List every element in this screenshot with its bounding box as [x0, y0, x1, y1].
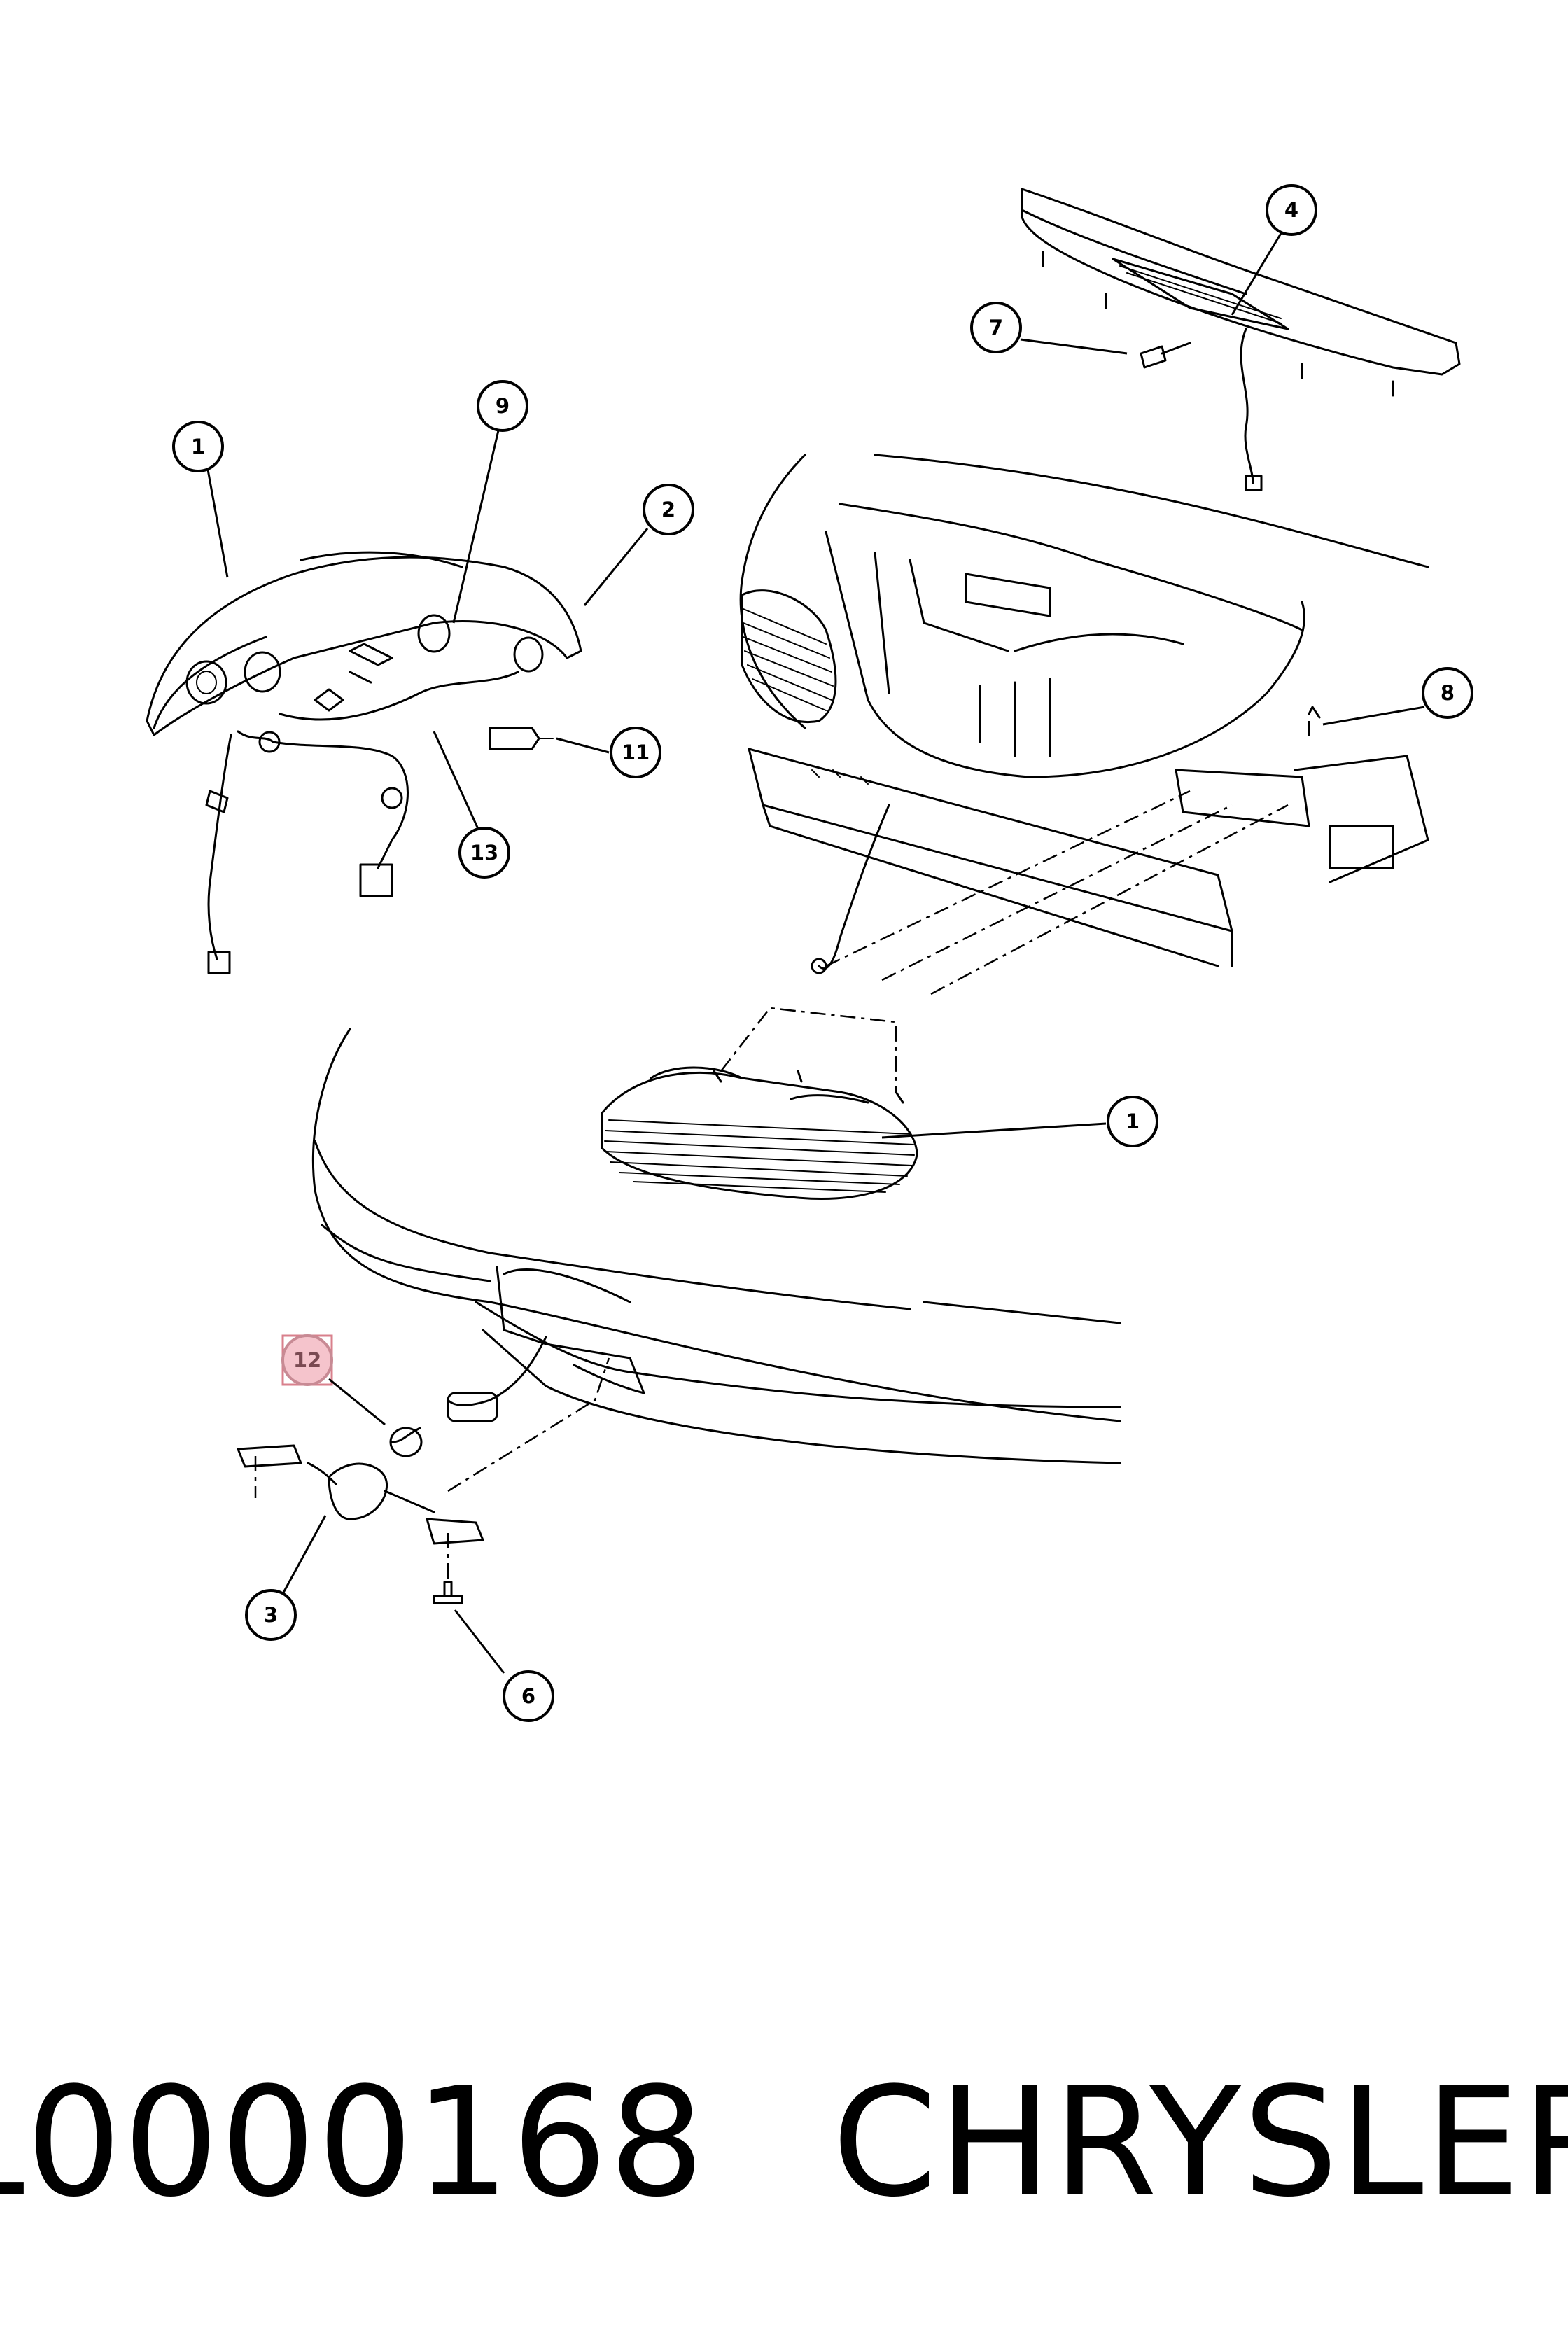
callout-8: 8: [1422, 667, 1474, 719]
callout-4-label: 4: [1284, 198, 1298, 222]
vehicle-rear-body: [739, 454, 1429, 995]
side-marker-bulb: [489, 727, 554, 750]
callout-9: 9: [477, 380, 528, 432]
leader-lines: [205, 230, 1425, 1674]
rear-bumper-fascia: [312, 1028, 1121, 1464]
callout-12: 12: [281, 1334, 333, 1386]
callout-3: 3: [245, 1589, 297, 1641]
callout-6: 6: [503, 1670, 554, 1722]
callout-13-label: 13: [470, 841, 498, 864]
callout-13: 13: [458, 827, 510, 878]
trunk-spoiler-panel: [1021, 188, 1461, 491]
callout-1-headlamp: 1: [172, 421, 224, 472]
callout-1-tail: 1: [1107, 1096, 1158, 1147]
callout-1-headlamp-label: 1: [191, 435, 205, 458]
part-number: L0000168: [0, 2054, 706, 2230]
callout-7: 7: [970, 302, 1022, 354]
callout-11: 11: [610, 727, 662, 778]
callout-8-label: 8: [1441, 681, 1455, 705]
tail-lamp-lens-ribs: [604, 1119, 915, 1193]
callout-2: 2: [643, 484, 694, 536]
license-lamp-assembly: [237, 1334, 610, 1604]
headlamp-assembly: [146, 551, 582, 974]
callout-12-label: 12: [293, 1348, 321, 1372]
callout-7-label: 7: [989, 316, 1003, 340]
callout-9-label: 9: [496, 394, 510, 418]
diagram-caption: L0000168 CHRYSLER: [0, 2051, 1568, 2233]
callout-6-label: 6: [522, 1684, 536, 1708]
callout-3-label: 3: [264, 1603, 278, 1627]
callout-1-tail-label: 1: [1126, 1110, 1140, 1133]
callout-2-label: 2: [662, 498, 676, 522]
callout-11-label: 11: [622, 741, 650, 764]
grille-lines-left: [743, 608, 834, 711]
callout-4: 4: [1266, 184, 1317, 236]
brand-name: CHRYSLER: [832, 2054, 1568, 2230]
tail-lamp-assembly: [601, 1007, 918, 1200]
